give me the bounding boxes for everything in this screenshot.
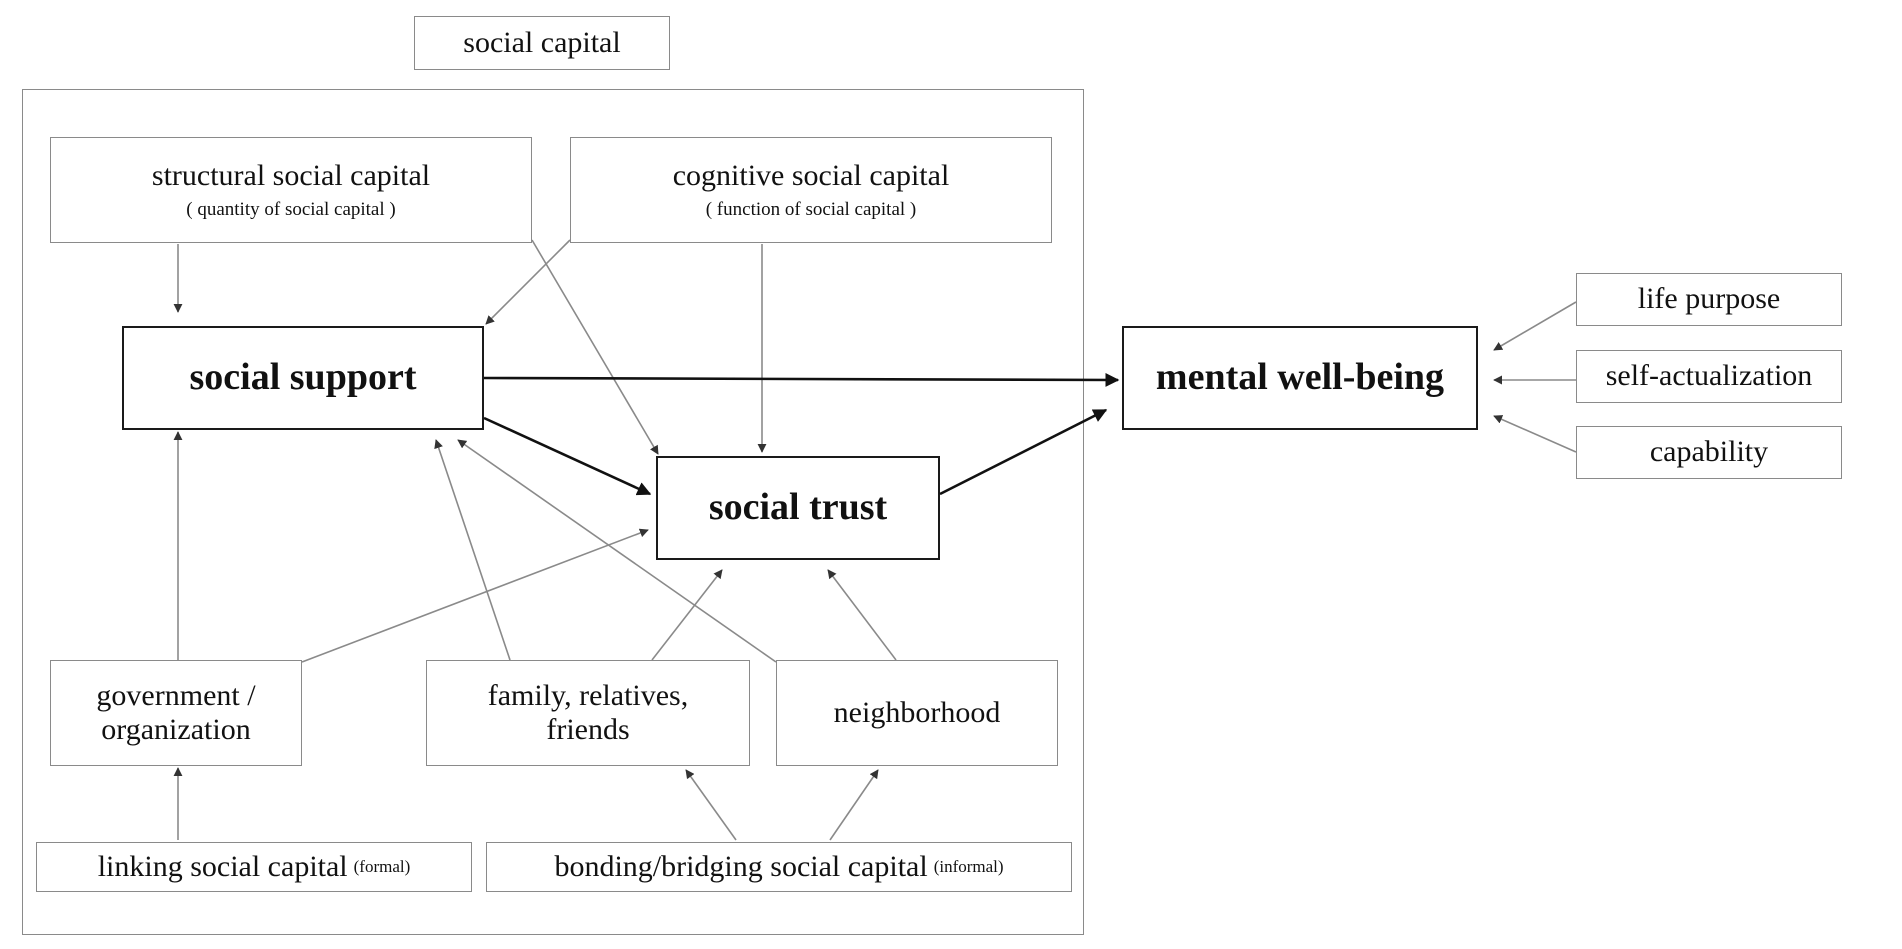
social-capital-frame <box>22 89 1084 935</box>
arrow-neighborhood-to-support <box>457 439 777 663</box>
cognitive-social-capital-box: cognitive social capital ( function of s… <box>570 137 1052 243</box>
government-line1: government / <box>96 678 256 712</box>
arrow-family-to-trust <box>651 569 723 661</box>
cognitive-title: cognitive social capital <box>672 158 950 192</box>
arrow-bonding-to-family <box>685 769 737 841</box>
arrow-life-purpose-to-wellbeing <box>1493 301 1577 351</box>
neighborhood-label: neighborhood <box>833 695 1001 729</box>
arrow-family-to-support <box>434 439 511 661</box>
life-purpose-label: life purpose <box>1637 282 1781 316</box>
neighborhood-box: neighborhood <box>776 660 1058 766</box>
cognitive-subtitle: ( function of social capital ) <box>705 199 917 221</box>
structural-social-capital-box: structural social capital ( quantity of … <box>50 137 532 243</box>
arrow-support-to-trust <box>483 416 652 496</box>
mental-well-being-label: mental well-being <box>1155 356 1445 399</box>
social-capital-title-text: social capital <box>463 25 621 59</box>
family-relatives-friends-box: family, relatives, friends <box>426 660 750 766</box>
arrow-support-to-wellbeing <box>483 372 1120 387</box>
bonding-main: bonding/bridging social capital <box>554 849 928 883</box>
bonding-note: (informal) <box>933 857 1004 877</box>
arrow-bonding-to-neighborhood <box>829 769 879 841</box>
self-actualization-label: self-actualization <box>1605 359 1813 393</box>
linking-note: (formal) <box>353 857 411 877</box>
arrow-structural-to-trust <box>531 239 659 455</box>
social-trust-label: social trust <box>708 486 888 529</box>
arrow-neighborhood-to-trust <box>827 569 897 661</box>
structural-title: structural social capital <box>151 158 431 192</box>
life-purpose-box: life purpose <box>1576 273 1842 326</box>
capability-label: capability <box>1649 435 1769 469</box>
family-line1: family, relatives, <box>487 678 689 712</box>
arrow-capability-to-wellbeing <box>1493 415 1577 453</box>
social-capital-title: social capital <box>414 16 670 70</box>
structural-subtitle: ( quantity of social capital ) <box>186 199 396 221</box>
arrow-government-to-trust <box>301 528 649 663</box>
government-organization-box: government / organization <box>50 660 302 766</box>
mental-well-being-box: mental well-being <box>1122 326 1478 430</box>
social-support-label: social support <box>189 356 417 399</box>
bonding-bridging-social-capital-box: bonding/bridging social capital (informa… <box>486 842 1072 892</box>
social-trust-box: social trust <box>656 456 940 560</box>
arrow-cognitive-to-support <box>485 239 571 325</box>
linking-social-capital-box: linking social capital (formal) <box>36 842 472 892</box>
arrow-trust-to-wellbeing <box>939 408 1108 496</box>
self-actualization-box: self-actualization <box>1576 350 1842 403</box>
social-support-box: social support <box>122 326 484 430</box>
capability-box: capability <box>1576 426 1842 479</box>
government-line2: organization <box>101 713 251 746</box>
family-line2: friends <box>546 713 630 746</box>
linking-main: linking social capital <box>97 849 348 883</box>
